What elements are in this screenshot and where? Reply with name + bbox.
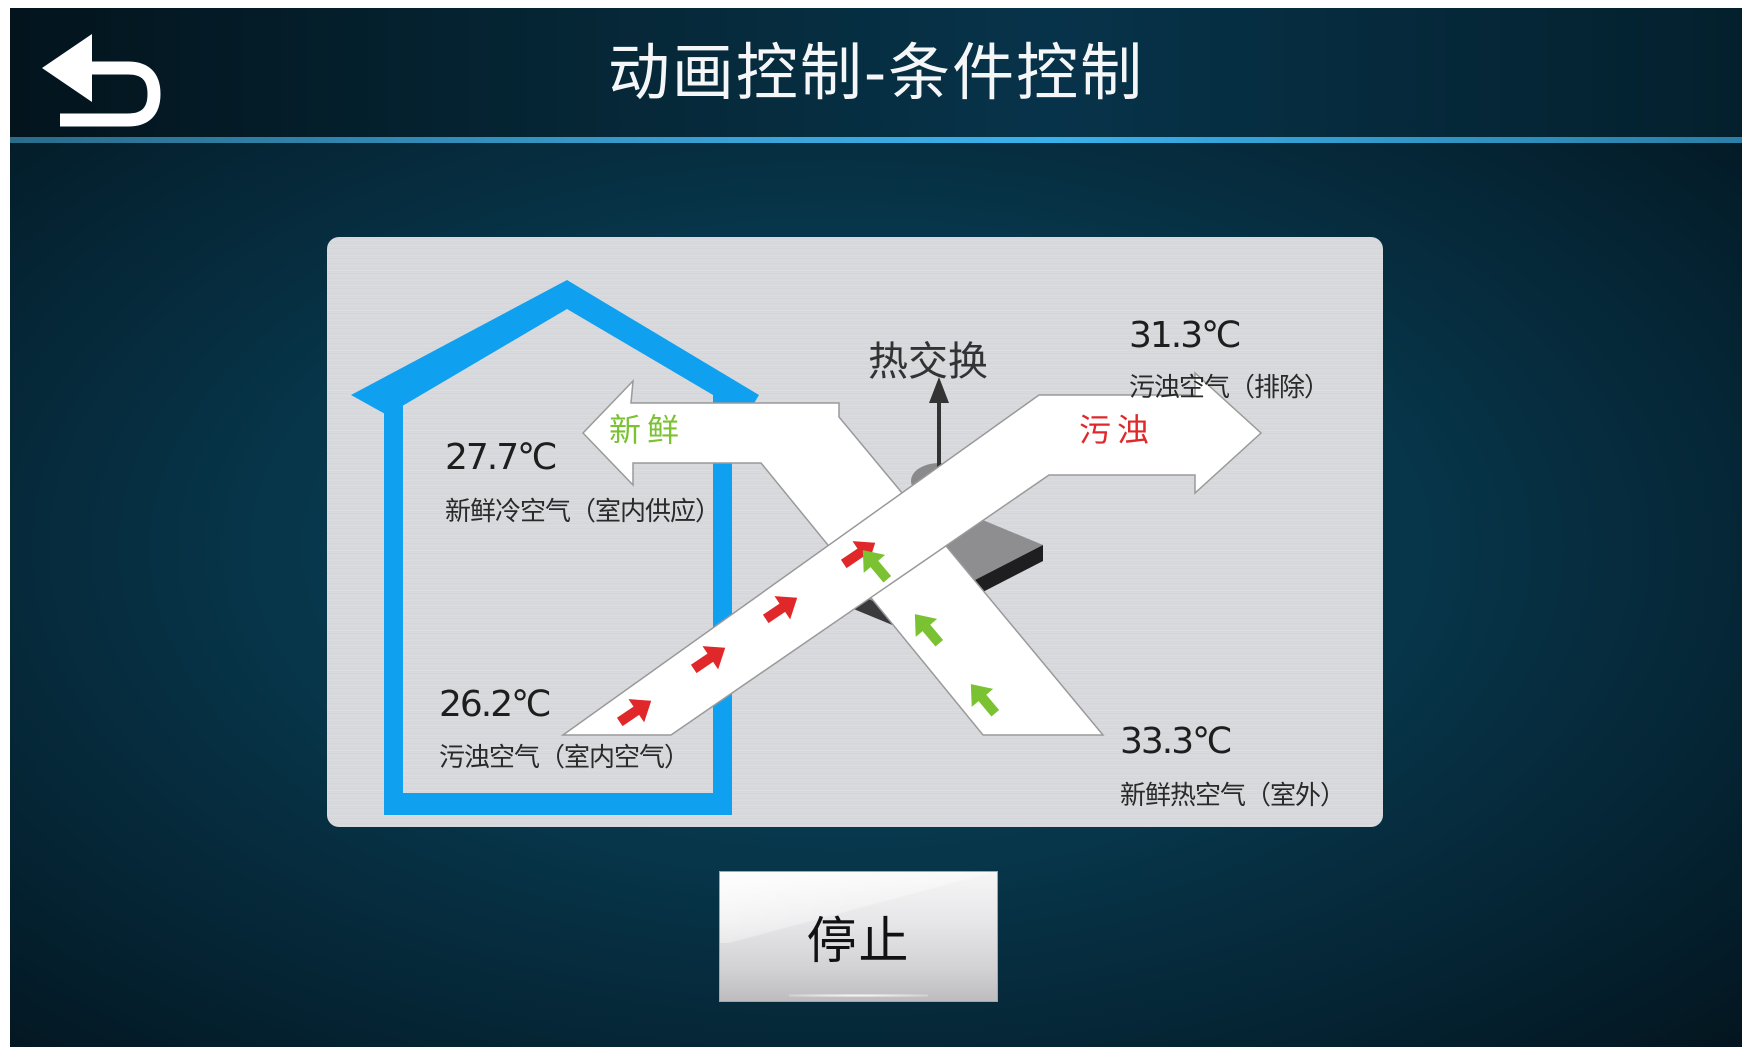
indoor-return-description: 污浊空气（室内空气）: [439, 743, 690, 773]
exhaust-description: 污浊空气（排除）: [1129, 373, 1330, 403]
indoor-supply-temperature: 27.7℃: [445, 437, 558, 478]
button-shine: [789, 994, 928, 997]
header-divider: [10, 137, 1742, 143]
outdoor-intake-temperature: 33.3℃: [1120, 721, 1233, 762]
dirty-flow-label: 污浊: [1079, 411, 1156, 449]
exchange-label: 热交换: [868, 339, 988, 385]
back-arrow-icon: [42, 34, 161, 127]
stop-button-label: 停止: [806, 911, 911, 970]
page-title: 动画控制-条件控制: [607, 36, 1145, 109]
fresh-flow-arrows: [862, 550, 1000, 717]
fresh-flow-arrow-icon: [970, 684, 1000, 717]
dirty-flow-arrow-icon: [762, 596, 798, 624]
house-roof: [351, 280, 759, 415]
house-floor: [384, 793, 732, 815]
fresh-flow-label: 新鲜: [609, 411, 686, 449]
header-bar: 动画控制-条件控制: [10, 8, 1742, 138]
indoor-supply-description: 新鲜冷空气（室内供应）: [445, 497, 721, 527]
stop-button[interactable]: 停止: [719, 871, 998, 1002]
dirty-flow-arrow-icon: [616, 699, 652, 727]
fresh-flow-arrow-icon: [862, 550, 892, 583]
house-wall-left: [384, 397, 403, 797]
outdoor-intake-description: 新鲜热空气（室外）: [1120, 781, 1346, 811]
dirty-air-duct: [560, 371, 1263, 736]
fresh-flow-arrow-icon: [914, 614, 944, 647]
heat-exchange-panel: 新鲜 污浊 热交换 27.7℃ 新鲜冷空气（室内供应） 26.2℃ 污浊空气（室…: [327, 237, 1383, 827]
house-outline: [351, 280, 759, 815]
indoor-return-temperature: 26.2℃: [439, 684, 552, 725]
screen: 动画控制-条件控制: [10, 8, 1742, 1047]
exhaust-temperature: 31.3℃: [1129, 315, 1242, 356]
back-button[interactable]: [40, 26, 170, 136]
heat-exchange-diagram: [351, 280, 1263, 815]
dirty-flow-arrow-icon: [690, 646, 726, 674]
button-gloss: [720, 872, 997, 943]
